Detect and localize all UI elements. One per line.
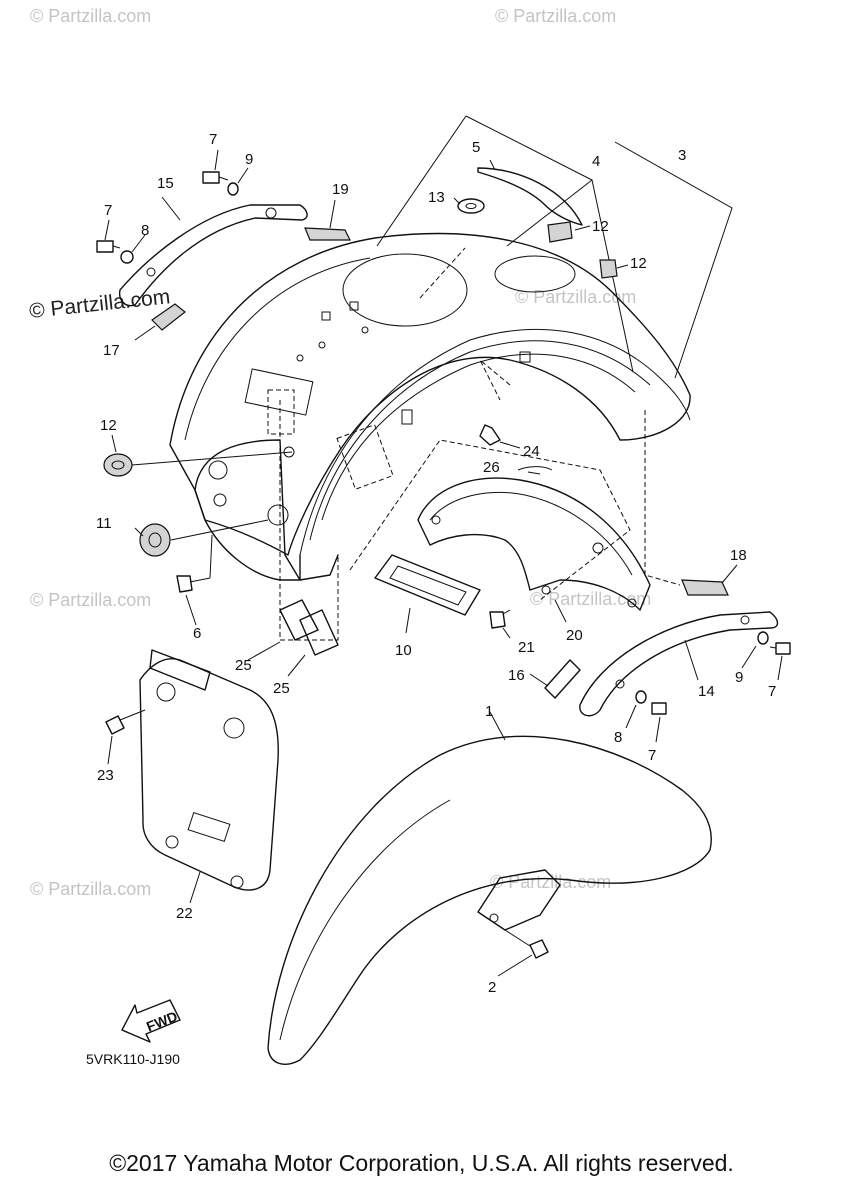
callout-12a: 12 — [592, 218, 609, 235]
trim-strip-5 — [477, 167, 583, 226]
watermark-mid-right: © Partzilla.com — [515, 287, 636, 307]
callout-7a: 7 — [209, 131, 217, 148]
callout-7c: 7 — [768, 683, 776, 700]
callout-6: 6 — [193, 625, 201, 642]
pads-25 — [279, 599, 339, 656]
reflector-17 — [151, 303, 186, 331]
callout-7b: 7 — [104, 202, 112, 219]
callout-8b: 8 — [614, 729, 622, 746]
callout-14: 14 — [698, 683, 715, 700]
callout-17: 17 — [103, 342, 120, 359]
callout-13: 13 — [428, 189, 445, 206]
rail-14 — [579, 611, 779, 717]
grommet-11 — [139, 523, 171, 557]
callout-25b: 25 — [273, 680, 290, 697]
washer-13 — [457, 198, 485, 214]
rear-fender — [169, 232, 691, 581]
callout-19: 19 — [332, 181, 349, 198]
watermarks: © Partzilla.com © Partzilla.com © Partzi… — [28, 6, 651, 899]
callout-10: 10 — [395, 642, 412, 659]
callout-11: 11 — [96, 515, 112, 532]
watermark-strong: © Partzilla.com — [28, 285, 171, 323]
watermark-top-left: © Partzilla.com — [30, 6, 151, 26]
callout-12c: 12 — [100, 417, 117, 434]
license-frame-10 — [374, 554, 481, 616]
diagram-code: 5VRK110-J190 — [86, 1051, 180, 1067]
bolt-2 — [529, 939, 549, 959]
cover-22 — [139, 649, 279, 891]
callout-18: 18 — [730, 547, 747, 564]
copyright-notice: ©2017 Yamaha Motor Corporation, U.S.A. A… — [109, 1150, 734, 1176]
leader-lines — [104, 149, 629, 626]
watermark-mid-right-2: © Partzilla.com — [530, 589, 651, 609]
callout-labels: 1 2 3 4 5 6 7 7 7 7 8 8 9 9 10 11 12 12 … — [96, 131, 776, 996]
callout-20: 20 — [566, 627, 583, 644]
bolt-23 — [105, 715, 125, 735]
callout-9b: 9 — [735, 669, 743, 686]
callout-12b: 12 — [630, 255, 647, 272]
callout-4: 4 — [592, 153, 600, 170]
spacer-16 — [544, 659, 581, 699]
fwd-arrow-icon: FWD — [121, 999, 181, 1043]
callout-23: 23 — [97, 767, 114, 784]
bolt-6 — [176, 575, 193, 593]
callout-25a: 25 — [235, 657, 252, 674]
rail-15 — [118, 204, 308, 307]
watermark-top-right: © Partzilla.com — [495, 6, 616, 26]
reflector-18 — [681, 579, 729, 596]
grommets-12 — [103, 221, 618, 477]
bolts-right — [635, 631, 791, 715]
callout-2: 2 — [488, 979, 496, 996]
fwd-label: FWD — [144, 1008, 180, 1035]
watermark-low-right: © Partzilla.com — [490, 872, 611, 892]
bolts-upper-left — [96, 171, 239, 264]
clip-24 — [479, 424, 501, 446]
watermark-low-left: © Partzilla.com — [30, 879, 151, 899]
inner-fender-20 — [417, 466, 651, 611]
assembly-brackets — [376, 115, 733, 379]
callout-24: 24 — [523, 443, 540, 460]
callout-26: 26 — [483, 459, 500, 476]
callout-7d: 7 — [648, 747, 656, 764]
callout-5: 5 — [472, 139, 480, 156]
callout-9a: 9 — [245, 151, 253, 168]
front-fender-1 — [267, 735, 712, 1065]
watermark-mid-left: © Partzilla.com — [30, 590, 151, 610]
bolt-21 — [489, 611, 506, 629]
callout-15: 15 — [157, 175, 174, 192]
callout-22: 22 — [176, 905, 193, 922]
callout-16: 16 — [508, 667, 525, 684]
callout-8a: 8 — [141, 222, 149, 239]
reflector-19 — [304, 227, 351, 241]
callout-1: 1 — [485, 703, 493, 720]
callout-21: 21 — [518, 639, 535, 656]
callout-3: 3 — [678, 147, 686, 164]
